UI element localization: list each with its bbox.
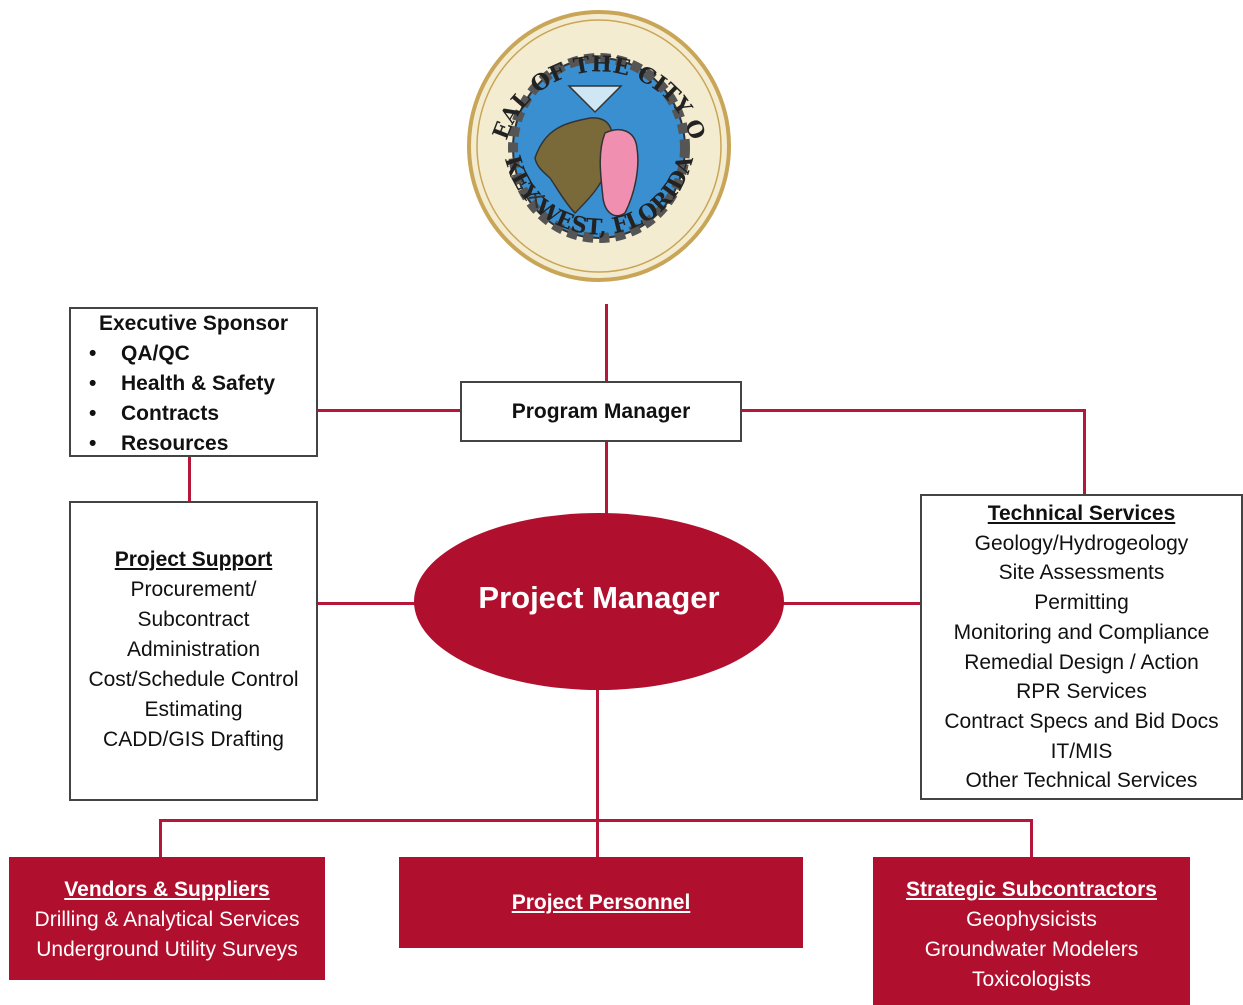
list-item: Monitoring and Compliance	[953, 620, 1210, 644]
list-item: Contracts	[71, 399, 316, 429]
project-support-title: Project Support	[114, 548, 273, 571]
strategic-subcontractors-box: Strategic Subcontractors Geophysicists G…	[873, 857, 1190, 1005]
project-personnel-title: Project Personnel	[511, 891, 691, 914]
list-item: Other Technical Services	[965, 769, 1198, 793]
executive-sponsor-title: Executive Sponsor	[98, 312, 289, 335]
list-item: RPR Services	[1016, 680, 1147, 704]
list-item: Remedial Design / Action	[964, 650, 1199, 674]
strategic-subcontractors-title: Strategic Subcontractors	[906, 878, 1157, 901]
connector-exec-to-program	[317, 409, 461, 412]
list-item: Resources	[71, 429, 316, 459]
technical-services-title: Technical Services	[987, 502, 1176, 525]
list-item: Contract Specs and Bid Docs	[944, 709, 1219, 733]
list-item: Cost/Schedule Control	[88, 668, 299, 691]
project-personnel-box: Project Personnel	[399, 857, 803, 948]
program-manager-box: Program Manager	[460, 381, 742, 442]
connector-bottom-bus	[159, 819, 1033, 822]
list-item: Toxicologists	[971, 968, 1092, 991]
list-item: Permitting	[1034, 591, 1129, 615]
list-item: Geophysicists	[966, 908, 1097, 931]
connector-support-to-pm	[317, 602, 415, 605]
list-item: CADD/GIS Drafting	[103, 728, 284, 751]
connector-program-to-tech-h	[741, 409, 1086, 412]
list-item: Administration	[126, 638, 261, 661]
list-item: Procurement/	[130, 578, 257, 601]
connector-pm-down	[596, 689, 599, 858]
project-support-box: Project Support Procurement/ Subcontract…	[69, 501, 318, 801]
list-item: Drilling & Analytical Services	[34, 908, 300, 931]
list-item: Geology/Hydrogeology	[974, 531, 1189, 555]
vendors-suppliers-title: Vendors & Suppliers	[64, 878, 270, 901]
connector-program-to-tech-v	[1083, 409, 1086, 495]
list-item: Site Assessments	[998, 561, 1165, 585]
connector-seal-to-program	[605, 304, 608, 382]
technical-services-box: Technical Services Geology/Hydrogeology …	[920, 494, 1243, 800]
project-manager-label: Project Manager	[478, 580, 720, 615]
program-manager-label: Program Manager	[511, 400, 691, 423]
executive-sponsor-list: QA/QC Health & Safety Contracts Resource…	[71, 339, 316, 459]
connector-program-to-pm	[605, 441, 608, 514]
list-item: IT/MIS	[1050, 739, 1113, 763]
vendors-suppliers-box: Vendors & Suppliers Drilling & Analytica…	[9, 857, 325, 980]
city-seal-logo: SEAL OF THE CITY OF KEY WEST, FLORIDA	[465, 8, 731, 282]
list-item: Underground Utility Surveys	[36, 938, 298, 961]
list-item: Estimating	[144, 698, 243, 721]
connector-bus-to-strategic	[1030, 819, 1033, 858]
list-item: Health & Safety	[71, 369, 316, 399]
connector-bus-to-vendors	[159, 819, 162, 858]
list-item: Subcontract	[137, 608, 250, 631]
list-item: QA/QC	[71, 339, 316, 369]
connector-pm-to-tech	[783, 602, 921, 605]
connector-exec-to-support	[188, 456, 191, 502]
project-manager-node: Project Manager	[414, 513, 784, 690]
list-item: Groundwater Modelers	[924, 938, 1139, 961]
executive-sponsor-box: Executive Sponsor QA/QC Health & Safety …	[69, 307, 318, 459]
